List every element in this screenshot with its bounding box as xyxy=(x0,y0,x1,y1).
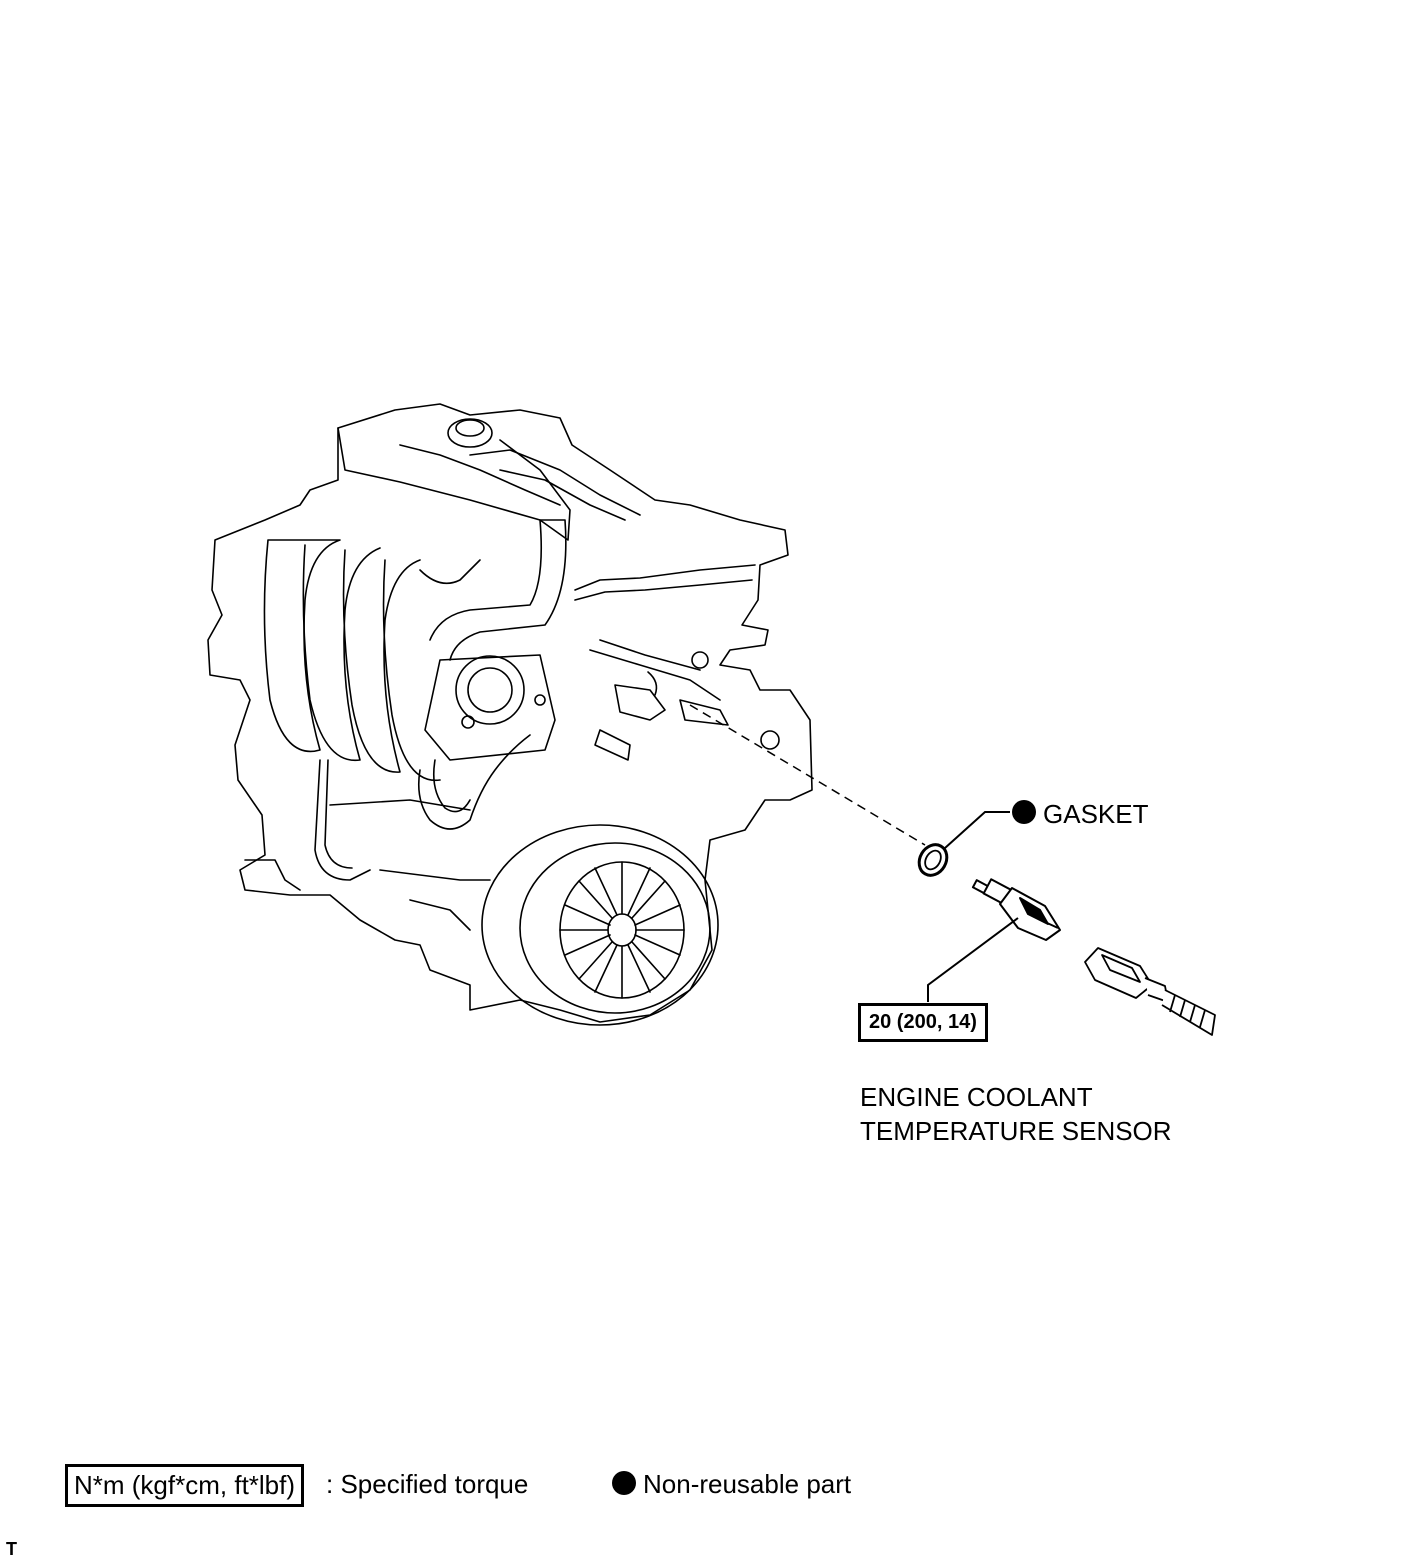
gasket-ring xyxy=(917,843,949,877)
torque-value-text: 20 (200, 14) xyxy=(869,1011,977,1033)
torque-value-box: 20 (200, 14) xyxy=(858,1003,988,1042)
non-reusable-marker-icon xyxy=(1012,800,1036,824)
legend-torque-units: N*m (kgf*cm, ft*lbf) xyxy=(74,1470,296,1500)
install-dashed-line xyxy=(689,704,926,846)
legend-torque-units-box: N*m (kgf*cm, ft*lbf) xyxy=(65,1464,305,1507)
legend-non-reusable-label: Non-reusable part xyxy=(643,1469,852,1499)
corner-mark: T xyxy=(6,1539,17,1559)
sensor-label-line2: TEMPERATURE SENSOR xyxy=(860,1116,1172,1146)
gasket-leader-line xyxy=(944,811,1010,849)
wire-harness-connector xyxy=(1084,947,1216,1036)
clutch-flywheel xyxy=(481,824,719,1026)
sensor-label-line1: ENGINE COOLANT xyxy=(860,1082,1093,1112)
intake-manifold xyxy=(263,539,341,753)
coolant-temperature-sensor xyxy=(971,878,1061,941)
legend-non-reusable-icon xyxy=(612,1471,636,1495)
legend-torque-description: : Specified torque xyxy=(326,1469,529,1499)
torque-leader-line xyxy=(927,917,1019,1002)
gasket-label: GASKET xyxy=(1043,799,1149,829)
